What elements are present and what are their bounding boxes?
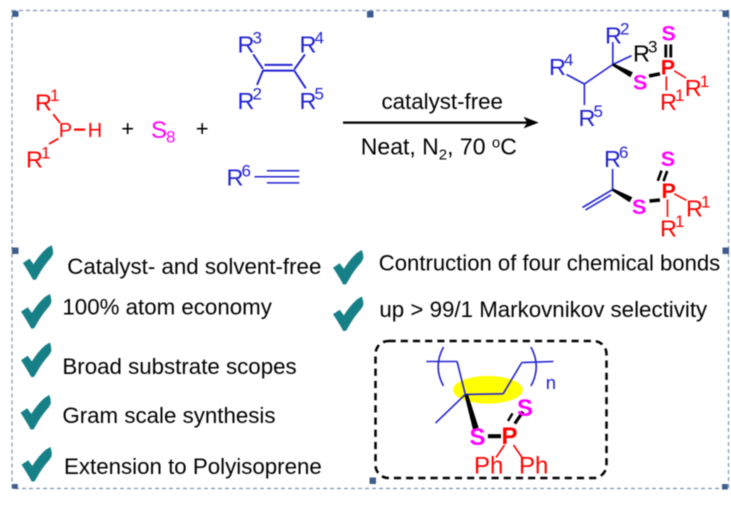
svg-text:P: P <box>662 179 676 203</box>
svg-text:R3: R3 <box>633 37 657 66</box>
svg-text:Neat, N2, 70 oC: Neat, N2, 70 oC <box>361 133 517 163</box>
svg-text:R6: R6 <box>227 161 251 190</box>
svg-text:S: S <box>632 195 646 219</box>
svg-text:Catalyst- and solvent-free: Catalyst- and solvent-free <box>67 254 321 279</box>
svg-text:R1: R1 <box>35 86 59 115</box>
svg-text:R5: R5 <box>300 85 324 114</box>
svg-text:Ph: Ph <box>519 453 548 480</box>
svg-text:R1: R1 <box>660 212 684 241</box>
svg-text:P: P <box>661 55 675 79</box>
svg-text:S8: S8 <box>151 117 175 147</box>
svg-text:S: S <box>517 395 533 422</box>
svg-text:Ph: Ph <box>474 453 503 480</box>
svg-text:S: S <box>470 424 486 451</box>
svg-text:S: S <box>633 70 647 94</box>
svg-text:R5: R5 <box>579 102 603 131</box>
svg-text:S: S <box>662 22 676 46</box>
svg-text:P: P <box>59 120 72 142</box>
svg-text:catalyst-free: catalyst-free <box>382 89 503 114</box>
svg-text:R1: R1 <box>660 86 684 115</box>
svg-text:100% atom economy: 100% atom economy <box>62 294 272 319</box>
svg-text:Contruction of four chemical b: Contruction of four chemical bonds <box>379 250 720 275</box>
svg-text:R3: R3 <box>238 29 262 58</box>
svg-text:P: P <box>502 423 518 450</box>
svg-text:R1: R1 <box>26 143 50 172</box>
svg-text:H: H <box>88 120 102 142</box>
svg-text:+: + <box>121 116 134 141</box>
svg-text:S: S <box>661 147 675 171</box>
svg-text:R2: R2 <box>605 20 629 49</box>
svg-text:R1: R1 <box>686 192 710 221</box>
svg-text:+: + <box>196 116 209 141</box>
svg-text:Broad substrate scopes: Broad substrate scopes <box>62 354 296 379</box>
svg-text:R2: R2 <box>238 85 262 114</box>
svg-text:R1: R1 <box>685 72 709 101</box>
svg-text:R6: R6 <box>604 143 628 172</box>
svg-text:Gram scale synthesis: Gram scale synthesis <box>62 403 275 428</box>
svg-text:R4: R4 <box>300 29 324 58</box>
svg-text:n: n <box>546 372 556 393</box>
svg-text:Extension to Polyisoprene: Extension to Polyisoprene <box>64 454 322 479</box>
svg-text:up > 99/1 Markovnikov selectiv: up > 99/1 Markovnikov selectivity <box>379 297 708 322</box>
